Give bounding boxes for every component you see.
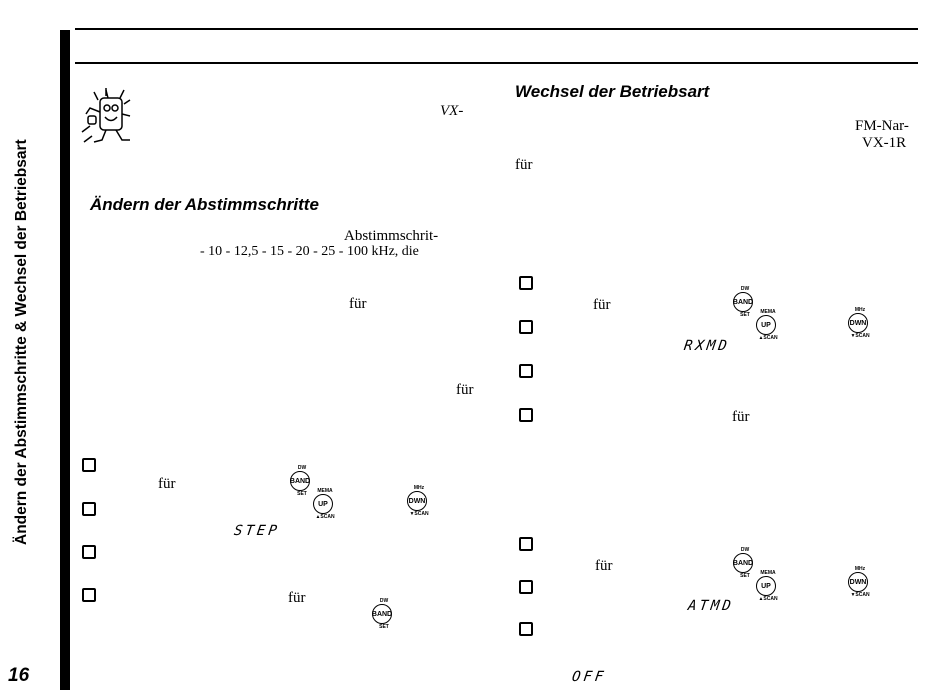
checkbox-icon bbox=[82, 458, 96, 472]
checkbox-icon bbox=[519, 364, 533, 378]
page-number: 16 bbox=[8, 665, 30, 686]
left-line-2: - 10 - 12,5 - 15 - 20 - 25 - 100 kHz, di… bbox=[200, 244, 419, 259]
checkbox-icon bbox=[82, 502, 96, 516]
vx-fragment: VX- bbox=[440, 103, 464, 119]
header-rule bbox=[75, 62, 918, 64]
right-line-2: VX-1R bbox=[862, 135, 907, 151]
right-fur-4: für bbox=[595, 558, 613, 574]
lcd-rxmd: RXMD bbox=[682, 338, 731, 354]
checkbox-icon bbox=[519, 580, 533, 594]
radio-mascot-icon bbox=[81, 88, 131, 143]
lcd-atmd: ATMD bbox=[686, 598, 735, 614]
left-heading: Ändern der Abstimmschritte bbox=[90, 195, 319, 214]
checkbox-icon bbox=[519, 408, 533, 422]
checkbox-icon bbox=[82, 588, 96, 602]
left-fur-2: für bbox=[456, 382, 474, 398]
left-fur-3: für bbox=[158, 476, 176, 492]
checkbox-icon bbox=[519, 622, 533, 636]
right-heading: Wechsel der Betriebsart bbox=[515, 82, 710, 101]
up-key-icon: MEMA UP ▲SCAN bbox=[756, 570, 780, 602]
up-key-icon: MEMA UP ▲SCAN bbox=[756, 309, 780, 341]
dwn-key-icon: MHz DWN ▼SCAN bbox=[848, 307, 870, 339]
band-key-icon: DW BAND SET bbox=[289, 465, 311, 497]
checkbox-icon bbox=[82, 545, 96, 559]
checkbox-icon bbox=[519, 276, 533, 290]
dwn-key-icon: MHz DWN ▼SCAN bbox=[848, 566, 870, 598]
band-key-icon: DW BAND SET bbox=[732, 286, 754, 318]
right-line-1: FM-Nar- bbox=[855, 118, 909, 134]
lcd-step: STEP bbox=[232, 523, 281, 539]
left-fur-4: für bbox=[288, 590, 306, 606]
checkbox-icon bbox=[519, 537, 533, 551]
band-key-icon: DW BAND SET bbox=[371, 598, 393, 630]
left-fur-1: für bbox=[349, 296, 367, 312]
sidebar-bar bbox=[60, 30, 70, 690]
checkbox-icon bbox=[519, 320, 533, 334]
lcd-off: OFF bbox=[570, 669, 608, 685]
left-line-1: Abstimmschrit- bbox=[344, 228, 439, 244]
band-key-icon: DW BAND SET bbox=[732, 547, 754, 579]
right-fur-2: für bbox=[593, 297, 611, 313]
up-key-icon: MEMA UP ▲SCAN bbox=[313, 488, 337, 520]
right-fur-1: für bbox=[515, 157, 533, 173]
dwn-key-icon: MHz DWN ▼SCAN bbox=[407, 485, 429, 517]
top-rule bbox=[75, 28, 918, 30]
right-fur-3: für bbox=[732, 409, 750, 425]
